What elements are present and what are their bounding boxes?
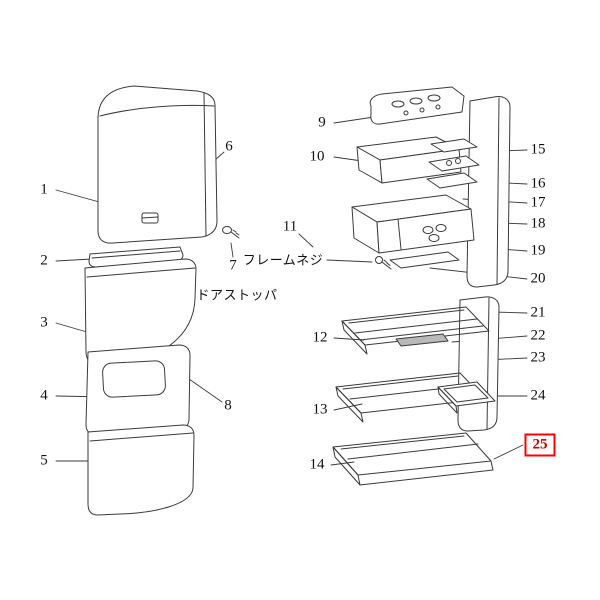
part-callout-18: 18 bbox=[530, 215, 546, 232]
frame-screw-label: フレームネジ bbox=[242, 253, 324, 269]
part-callout-5: 5 bbox=[40, 452, 48, 469]
door-exploded-view bbox=[332, 86, 511, 486]
door-5-art bbox=[87, 424, 195, 516]
part-callout-8: 8 bbox=[224, 397, 232, 414]
part-callout-10: 10 bbox=[309, 148, 325, 165]
part-callout-4: 4 bbox=[40, 387, 48, 404]
part-callout-12: 12 bbox=[312, 329, 328, 346]
part-callout-6: 6 bbox=[225, 138, 233, 155]
shelf-part12-art bbox=[341, 306, 490, 355]
part-callout-15: 15 bbox=[530, 141, 546, 158]
part-callout-22: 22 bbox=[530, 327, 546, 344]
frame-screw-icon bbox=[375, 256, 392, 270]
small-trays-15-16-17-art bbox=[426, 138, 480, 189]
part-callout-17: 17 bbox=[530, 194, 546, 211]
part-callout-9: 9 bbox=[318, 114, 326, 131]
part-callout-2: 2 bbox=[40, 252, 48, 269]
fridge-front-view bbox=[84, 85, 240, 516]
upper-door-panel-art bbox=[466, 96, 511, 288]
part-callout-14: 14 bbox=[309, 456, 325, 473]
part-callout-19: 19 bbox=[530, 242, 546, 259]
pocket-part10-art bbox=[356, 136, 462, 184]
part-callout-16: 16 bbox=[530, 175, 546, 192]
part-callout-25-highlighted[interactable]: 25 bbox=[524, 433, 556, 457]
door-1-art bbox=[97, 85, 218, 244]
pocket-part18-art bbox=[351, 194, 475, 254]
lower-trim-part20-art bbox=[389, 251, 460, 269]
part-callout-7: 7 bbox=[229, 257, 237, 274]
part-callout-11: 11 bbox=[282, 218, 298, 235]
lower-door-panel-art bbox=[457, 296, 500, 432]
part-callout-21: 21 bbox=[530, 304, 546, 321]
top-cover-part9-art bbox=[369, 86, 465, 125]
part-callout-20: 20 bbox=[530, 270, 546, 287]
part-callout-1: 1 bbox=[40, 181, 48, 198]
part-callout-23: 23 bbox=[530, 349, 546, 366]
frame-part24-art bbox=[437, 381, 496, 414]
part-callout-24: 24 bbox=[530, 387, 546, 404]
part-callout-3: 3 bbox=[40, 314, 48, 331]
part-callout-13: 13 bbox=[312, 401, 328, 418]
door-stopper-screw-icon bbox=[222, 226, 240, 239]
door-stopper-label: ドアストッパ bbox=[196, 288, 278, 304]
door-4-art bbox=[85, 344, 191, 436]
shelf-part14-art bbox=[332, 432, 494, 486]
